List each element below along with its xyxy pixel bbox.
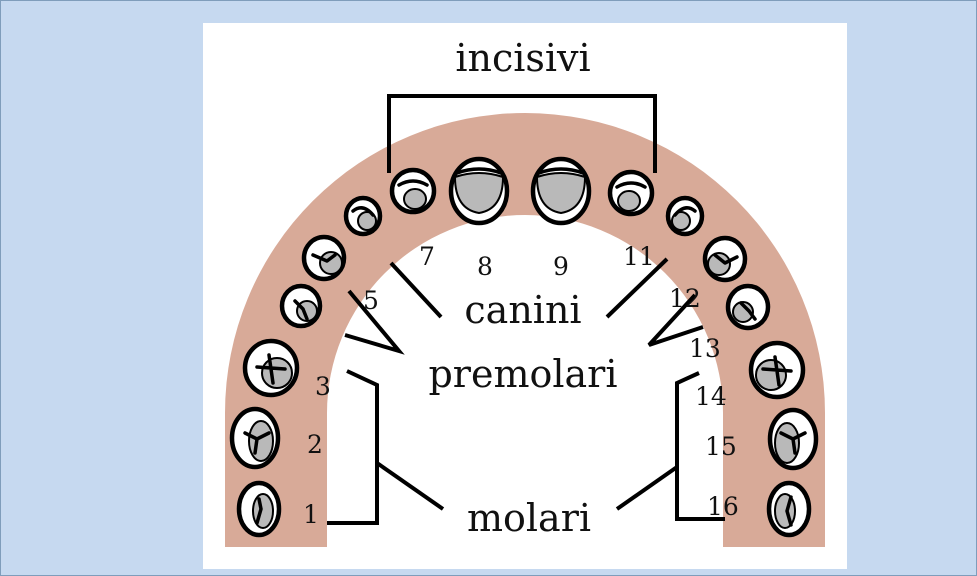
tooth-number-2: 2 bbox=[307, 430, 323, 459]
molar-tooth-15 bbox=[770, 410, 816, 468]
tooth-number-12: 12 bbox=[669, 284, 701, 313]
canini-leader-left bbox=[391, 263, 441, 317]
molar-tooth-16 bbox=[769, 483, 809, 535]
molari-leader-left bbox=[377, 463, 443, 509]
canine-tooth-11 bbox=[668, 198, 702, 234]
premolar-tooth-13 bbox=[728, 286, 768, 328]
tooth-number-7: 7 bbox=[419, 242, 435, 271]
incisor-tooth-9 bbox=[533, 159, 589, 223]
molar-tooth-2 bbox=[232, 409, 278, 467]
premolar-tooth-12 bbox=[705, 238, 745, 280]
tooth-number-3: 3 bbox=[315, 372, 331, 401]
molari-bracket-left bbox=[327, 371, 377, 523]
canini-label: canini bbox=[464, 288, 581, 332]
tooth-number-15: 15 bbox=[705, 432, 737, 461]
premolari-label: premolari bbox=[428, 352, 617, 396]
premolar-tooth-4 bbox=[282, 286, 320, 326]
tooth-number-9: 9 bbox=[553, 252, 569, 281]
tooth-number-1: 1 bbox=[303, 500, 319, 529]
tooth-number-14: 14 bbox=[695, 382, 727, 411]
tooth-number-8: 8 bbox=[477, 252, 493, 281]
dental-arch-diagram: incisivi canini premolari molari 1 2 3 5… bbox=[203, 23, 847, 569]
molar-tooth-3 bbox=[245, 341, 297, 395]
incisivi-label: incisivi bbox=[455, 36, 590, 80]
tooth-number-5: 5 bbox=[363, 286, 379, 315]
molar-tooth-14 bbox=[751, 343, 803, 397]
diagram-panel: incisivi canini premolari molari 1 2 3 5… bbox=[203, 23, 847, 569]
tooth-number-16: 16 bbox=[707, 492, 739, 521]
tooth-number-11: 11 bbox=[623, 242, 655, 271]
incisor-tooth-10 bbox=[610, 172, 652, 214]
premolar-tooth-5 bbox=[304, 237, 344, 279]
molari-label: molari bbox=[467, 496, 591, 540]
tooth-number-13: 13 bbox=[689, 334, 721, 363]
molar-tooth-1 bbox=[239, 483, 279, 535]
canine-tooth-6 bbox=[346, 198, 380, 234]
incisor-tooth-8 bbox=[451, 159, 507, 223]
molari-leader-right bbox=[617, 467, 677, 509]
incisor-tooth-7 bbox=[392, 170, 434, 212]
